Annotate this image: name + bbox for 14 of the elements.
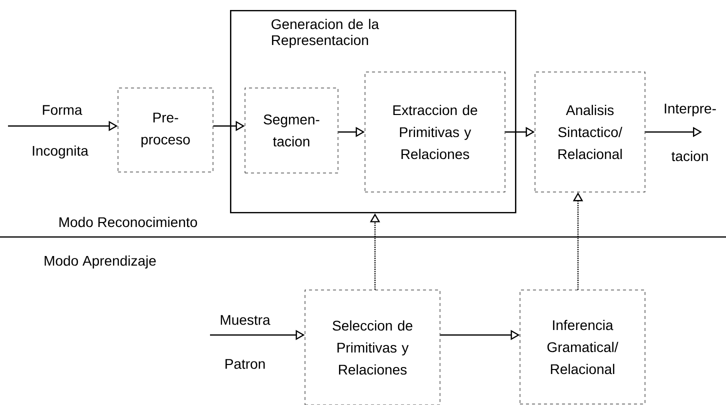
process-box: Analisis Sintactico/ Relacional: [534, 72, 646, 192]
mode-label: Modo Reconocimiento: [60, 216, 198, 228]
label-text: tacion: [672, 150, 708, 162]
edge-label: Muestra: [220, 315, 270, 325]
process-box: Pre- proceso: [118, 88, 214, 172]
label-text: Incognita: [32, 145, 88, 159]
process-box: Inferencia Gramatical/ Relacional: [520, 290, 646, 404]
label-text: Patron: [226, 359, 265, 369]
process-box: Segmen- tacion: [244, 88, 338, 174]
edge-label: Forma: [42, 105, 82, 115]
process-box: Extraccion de Primitivas y Relaciones: [364, 72, 506, 192]
mode-label: Modo Aprendizaje: [44, 255, 156, 269]
process-box: Seleccion de Primitivas y Relaciones: [304, 290, 440, 405]
edge-label: Interpre-: [664, 104, 716, 116]
